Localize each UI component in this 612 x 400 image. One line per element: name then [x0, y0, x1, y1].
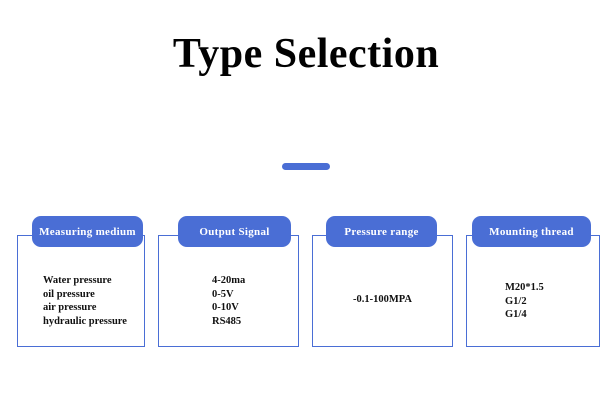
list-item: G1/2: [505, 295, 527, 307]
list-item: air pressure: [43, 302, 97, 313]
card-badge-pressure-range: Pressure range: [326, 216, 437, 247]
list-item: -0.1-100MPA: [353, 294, 412, 305]
spec-card-measuring-medium: [17, 235, 145, 347]
card-badge-output-signal: Output Signal: [178, 216, 291, 247]
list-item: hydraulic pressure: [43, 315, 127, 327]
card-body-measuring-medium: Water pressure oil pressure air pressure…: [43, 274, 127, 328]
title-divider: [282, 163, 330, 170]
divider-container: [0, 163, 612, 170]
list-item: 0-10V: [212, 302, 239, 313]
card-badge-mounting-thread: Mounting thread: [472, 216, 591, 247]
card-body-pressure-range: -0.1-100MPA: [312, 293, 453, 307]
list-item: M20*1.5: [505, 282, 544, 293]
spec-card-row: Measuring medium Water pressure oil pres…: [0, 216, 612, 356]
spec-card-mounting-thread: [466, 235, 600, 347]
list-item: Water pressure: [43, 275, 112, 286]
list-item: G1/4: [505, 309, 527, 320]
card-body-output-signal: 4-20ma 0-5V 0-10V RS485: [212, 274, 245, 328]
list-item: RS485: [212, 315, 242, 327]
card-body-mounting-thread: M20*1.5 G1/2 G1/4: [505, 281, 544, 322]
page-title: Type Selection: [172, 31, 440, 77]
list-item: 4-20ma: [212, 275, 246, 286]
list-item: oil pressure: [43, 288, 95, 300]
spec-card-output-signal: [158, 235, 299, 347]
list-item: 0-5V: [212, 288, 234, 300]
spec-card-pressure-range: [312, 235, 453, 347]
card-badge-measuring-medium: Measuring medium: [32, 216, 143, 247]
